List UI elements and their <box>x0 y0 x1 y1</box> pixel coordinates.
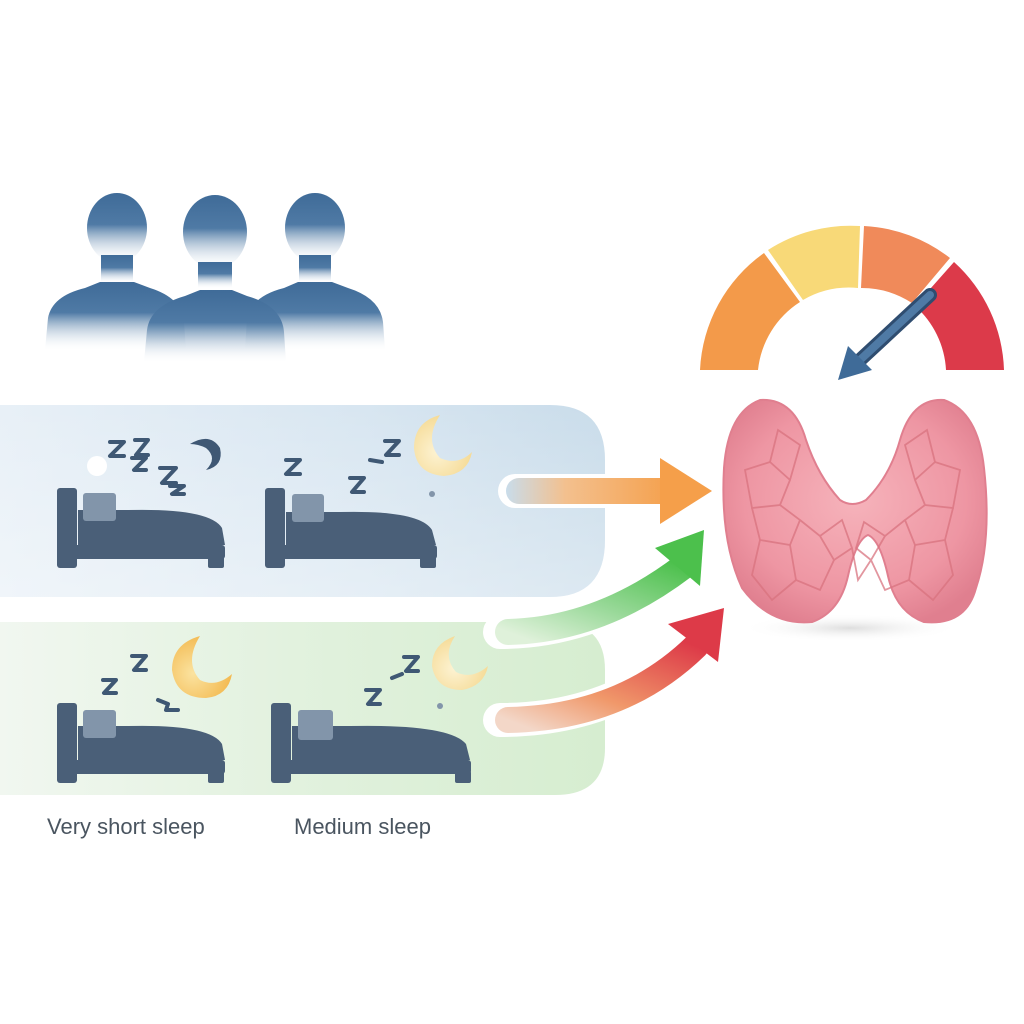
arrow-orange-icon <box>498 458 712 524</box>
very-short-sleep-label: Very short sleep <box>47 814 205 839</box>
thyroid-icon <box>722 398 988 642</box>
gauge-needle-icon <box>838 288 937 380</box>
moon-icon <box>172 636 232 698</box>
bubble-icon <box>87 456 107 476</box>
zzz-icon <box>364 655 420 706</box>
bed-icon <box>271 703 471 783</box>
bed-icon <box>57 703 225 783</box>
arrow-green-icon <box>483 530 707 649</box>
arrow-red-icon <box>483 608 724 737</box>
zzz-icon <box>108 438 186 496</box>
bed-icon <box>57 488 225 568</box>
moon-icon <box>414 415 472 476</box>
zzz-icon <box>101 654 180 712</box>
moon-icon <box>190 438 221 470</box>
bed-icon <box>265 488 437 568</box>
zzz-icon <box>284 439 401 494</box>
moon-icon <box>432 636 488 690</box>
gauge-icon <box>700 225 1004 380</box>
people-group-icon <box>45 193 385 362</box>
medium-sleep-label: Medium sleep <box>294 814 431 839</box>
